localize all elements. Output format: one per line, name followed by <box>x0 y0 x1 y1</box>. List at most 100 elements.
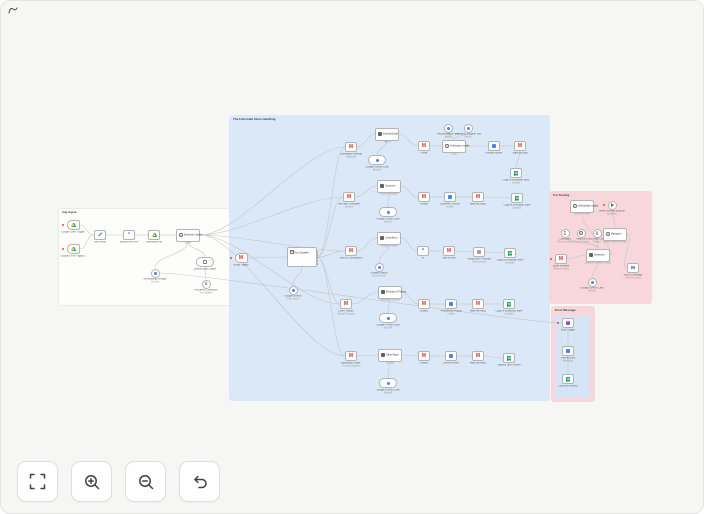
node-other-inquiry[interactable]: M <box>340 299 352 309</box>
node-attribution[interactable]: Attribution <box>586 248 610 262</box>
node-mark-as-read1[interactable]: M <box>472 192 484 202</box>
node-manager[interactable]: Manager+ <box>603 227 627 241</box>
undo-button[interactable] <box>179 461 220 502</box>
node-gmail3[interactable]: M <box>418 351 430 361</box>
node-email-forward[interactable]: M <box>555 254 567 264</box>
gmail-icon: M <box>475 352 481 359</box>
issue-marker <box>602 203 605 207</box>
group-error-inner[interactable] <box>555 315 590 398</box>
group-label-sorting: For Sorting <box>553 194 570 197</box>
sparkle-icon <box>291 288 295 292</box>
robot-icon <box>380 236 384 240</box>
sheets-icon <box>508 250 512 256</box>
node-structured-output[interactable]: {} <box>592 228 602 238</box>
node-google-gemini-chat[interactable] <box>379 313 397 323</box>
sparkle-icon <box>446 126 450 130</box>
sheets-icon <box>507 355 511 361</box>
node-google-gemini[interactable] <box>288 285 298 295</box>
node-log-error-sheet[interactable] <box>562 374 574 384</box>
node-think-tool[interactable] <box>576 228 586 238</box>
node-email-trigger[interactable]: M <box>234 253 248 263</box>
zoom-in-button[interactable] <box>71 461 112 502</box>
node-internal-verifier[interactable] <box>488 141 500 151</box>
fit-view-icon <box>29 473 46 490</box>
node-notification-internal[interactable]: M <box>345 142 357 152</box>
group-label-error: Error Message <box>555 309 576 312</box>
issue-marker <box>229 256 232 260</box>
group-sorting[interactable]: For Sorting <box>549 191 652 304</box>
zoom-to-fit-button[interactable] <box>17 461 58 502</box>
node-text-classifier[interactable]: Text Classifier <box>287 247 317 267</box>
zoom-in-icon <box>84 474 99 489</box>
node-mark-as-read2[interactable]: M <box>472 299 484 309</box>
node-copy-of-exception-store[interactable] <box>510 168 522 178</box>
zoom-out-button[interactable] <box>125 461 166 502</box>
node-ai[interactable]: * <box>417 246 429 256</box>
node-other-agent[interactable]: Other Agent <box>378 348 402 362</box>
node-default-data-loader[interactable] <box>196 257 214 267</box>
gmail-icon: M <box>348 143 354 150</box>
node-title: Text Classifier <box>294 251 309 255</box>
node-server-verifier[interactable] <box>445 351 457 361</box>
node-anonymization-text[interactable] <box>443 123 453 133</box>
node-title: Extension Switch <box>184 233 203 237</box>
node-verification-emails[interactable]: Verification emails <box>442 139 469 153</box>
node-extract-from-file[interactable]: * <box>123 230 135 240</box>
node-internal-email[interactable]: Internal Email <box>375 127 399 141</box>
node-anonymize-personal[interactable] <box>473 247 485 257</box>
node-error-trigger[interactable]: ! <box>562 318 574 328</box>
calc-icon: ∑ <box>563 230 567 235</box>
node-products-pricing[interactable]: Products & Pricing <box>378 285 406 299</box>
node-embeddings-google[interactable] <box>150 268 160 278</box>
node-notification-other[interactable]: M <box>345 351 357 361</box>
node-copy-of-exception-store[interactable] <box>511 193 523 203</box>
node-when-clicking-execute[interactable] <box>607 200 617 210</box>
node-ask-from-customer[interactable]: M <box>343 192 355 202</box>
node-copy-of-exception-store[interactable] <box>504 248 516 258</box>
node-customer[interactable]: Customer <box>377 179 401 193</box>
node-google-gemini-chat[interactable] <box>379 207 397 217</box>
node-mark-as-read[interactable]: M <box>514 141 526 151</box>
gear-icon <box>606 232 610 236</box>
sparkle-icon <box>386 210 390 214</box>
node-ask-for-consultation[interactable]: M <box>345 246 357 256</box>
node-gmail[interactable]: M <box>418 141 430 151</box>
gmail-icon: M <box>446 247 452 254</box>
node-google-gemini-chat[interactable] <box>368 155 386 165</box>
robot-icon <box>381 290 385 294</box>
node-format-error[interactable] <box>562 346 574 356</box>
node-title: Customer <box>385 184 396 188</box>
node-edit-fields[interactable] <box>94 230 106 240</box>
node-mark-as-read3[interactable]: M <box>472 351 484 361</box>
drive-icon <box>70 246 76 252</box>
ai-icon: * <box>422 247 424 254</box>
node-extension-switch[interactable]: Extension Switch <box>176 228 203 242</box>
node-title: Manager+ <box>611 232 622 236</box>
node-company-suggest-text[interactable] <box>463 123 473 133</box>
output-port <box>316 251 319 253</box>
issue-marker <box>61 247 64 251</box>
node-gmail2[interactable]: M <box>418 299 430 309</box>
node-gmail1[interactable]: M <box>418 192 430 202</box>
node-google-gemini-chat[interactable] <box>379 378 397 388</box>
node-recursive-character[interactable]: 2 <box>201 279 211 289</box>
node-google-gemini[interactable] <box>374 262 384 272</box>
node-google-drive-trigger[interactable] <box>66 220 80 230</box>
node-add-update-row-s[interactable]: Add/Update row(s) <box>570 199 598 213</box>
output-port <box>316 263 319 265</box>
node-google-drive-trigger2[interactable] <box>66 244 80 254</box>
node-customer-service[interactable] <box>444 192 456 202</box>
node-send-a-message[interactable]: M <box>627 263 639 273</box>
node-calculator[interactable]: ∑ <box>560 228 570 238</box>
node-google-gemini-chat[interactable] <box>587 277 597 287</box>
node-append-row-in-sheet[interactable] <box>503 353 515 363</box>
group-label-inbox: The Full email Inbox Handling <box>233 118 276 121</box>
two-glyph: 2 <box>204 280 208 286</box>
node-mail-to-read[interactable]: M <box>443 246 455 256</box>
node-download-file[interactable] <box>148 230 160 240</box>
node-copy-of-exception-store[interactable] <box>503 299 515 309</box>
sheets-icon <box>515 195 519 201</box>
node-products-pricing[interactable] <box>445 299 457 309</box>
node-consulting[interactable]: Consulting / <box>377 231 401 245</box>
